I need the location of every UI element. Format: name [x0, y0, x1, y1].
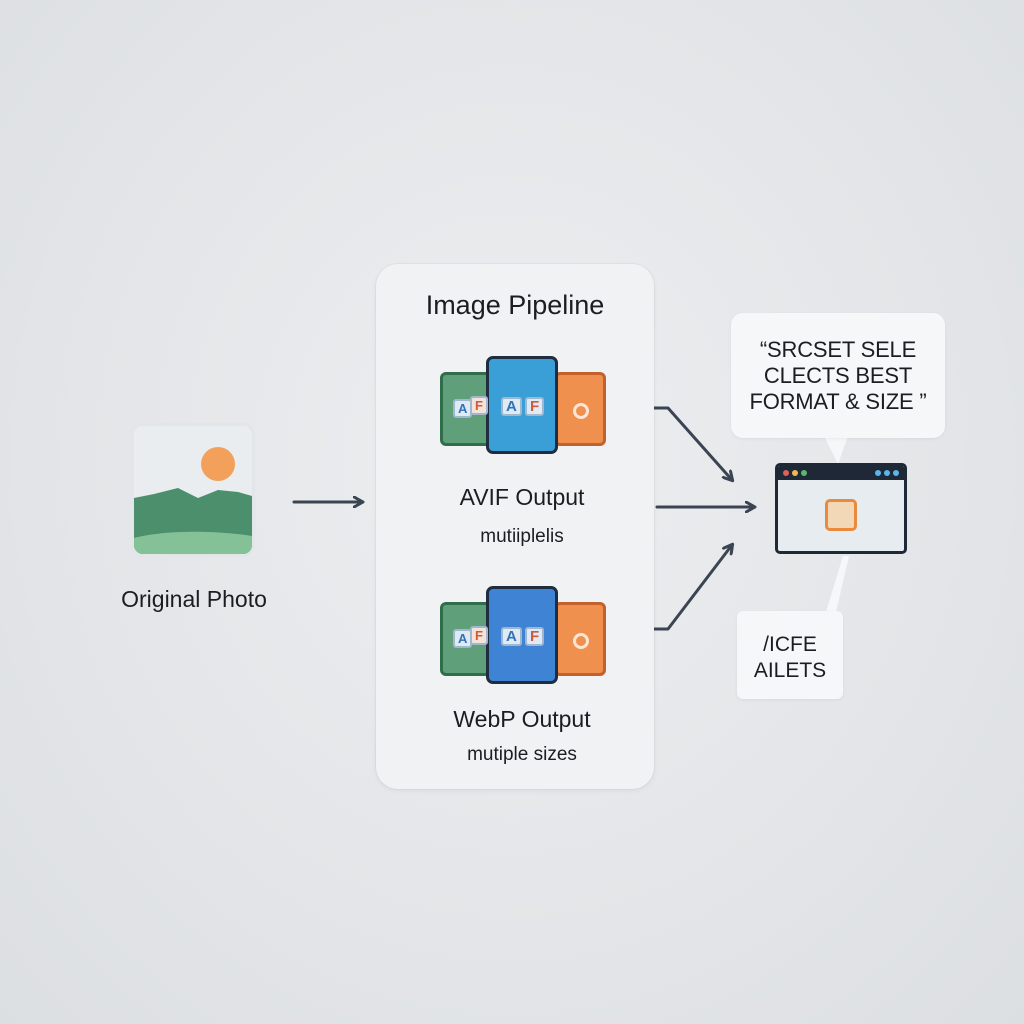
avif-output-title: AVIF Output: [459, 484, 585, 510]
speech-bubble-tail: [824, 436, 848, 464]
stack-card-orange: [554, 372, 606, 446]
webp-output-subtitle: mutiple sizes: [467, 744, 577, 765]
stack-card-orange: [554, 602, 606, 676]
stack-card-main: A F: [486, 586, 558, 684]
stack-card-main: A F: [486, 356, 558, 454]
note-card: [737, 611, 843, 699]
format-tag-a-main: A: [501, 627, 522, 646]
target-icon: [573, 403, 589, 419]
browser-image-icon: [825, 499, 857, 531]
image-format-stack-icon: A A F F: [440, 356, 606, 456]
image-format-stack-icon: A A F F: [440, 586, 606, 686]
window-dot-red: [783, 470, 789, 476]
browser-window-icon: [775, 463, 907, 554]
webp-output-title: WebP Output: [453, 706, 591, 732]
format-tag-f-main: F: [525, 397, 545, 416]
format-tag-a: A: [453, 399, 473, 418]
original-photo-label: Original Photo: [121, 586, 267, 612]
srcset-bubble-text: “SRCSET SELE CLECTS BEST FORMAT & SIZE ”: [749, 337, 927, 414]
srcset-speech-bubble: [731, 313, 945, 438]
window-dot-blue-1: [875, 470, 881, 476]
format-tag-a-main: A: [501, 397, 522, 416]
landscape-photo-icon: [134, 426, 252, 554]
window-dot-yellow: [792, 470, 798, 476]
window-dot-green: [801, 470, 807, 476]
avif-output-subtitle: mutiiplelis: [480, 526, 564, 547]
target-icon: [573, 633, 589, 649]
note-card-text: /ICFE AILETS: [753, 633, 827, 682]
format-tag-f-main: F: [525, 627, 545, 646]
window-dot-blue-3: [893, 470, 899, 476]
format-tag-f: F: [470, 396, 488, 415]
pipeline-title: Image Pipeline: [425, 290, 605, 320]
browser-title-bar: [778, 466, 904, 480]
format-tag-f: F: [470, 626, 488, 645]
window-dot-blue-2: [884, 470, 890, 476]
note-connector: [826, 556, 849, 612]
original-photo-card: [131, 423, 255, 557]
pipeline-panel: [376, 264, 654, 789]
stack-card-green: A: [440, 372, 492, 446]
